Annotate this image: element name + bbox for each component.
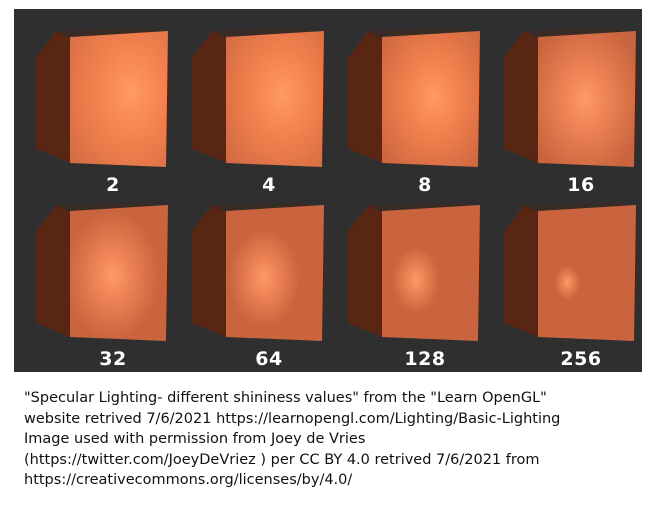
cube-side-face — [348, 31, 382, 163]
shininess-cell-8: 8 — [340, 21, 490, 199]
shaded-cube — [504, 29, 636, 167]
shaded-cube — [36, 29, 168, 167]
specular-figure: 2 4 8 16 32 64 128 256 — [14, 9, 642, 372]
caption-line-1: "Specular Lighting- different shininess … — [24, 390, 547, 406]
cube-front-face — [70, 31, 168, 167]
shininess-label: 2 — [106, 174, 120, 196]
shininess-label: 4 — [262, 174, 276, 196]
shininess-cell-2: 2 — [28, 21, 178, 199]
shininess-label: 128 — [404, 348, 446, 370]
cube-front-face — [382, 205, 480, 341]
cube-side-face — [192, 205, 226, 337]
cube-front-face — [226, 205, 324, 341]
shaded-cube — [192, 203, 324, 341]
shininess-cell-128: 128 — [340, 195, 490, 373]
shaded-cube — [504, 203, 636, 341]
shininess-cell-16: 16 — [496, 21, 646, 199]
shininess-label: 16 — [567, 174, 595, 196]
shininess-label: 256 — [560, 348, 602, 370]
cube-front-face — [538, 31, 636, 167]
shininess-cell-4: 4 — [184, 21, 334, 199]
shaded-cube — [36, 203, 168, 341]
shaded-cube — [192, 29, 324, 167]
cube-front-face — [538, 205, 636, 341]
shininess-cell-256: 256 — [496, 195, 646, 373]
caption-line-5: https://creativecommons.org/licenses/by/… — [24, 472, 353, 488]
shininess-cell-64: 64 — [184, 195, 334, 373]
cube-side-face — [504, 31, 538, 163]
cube-front-face — [70, 205, 168, 341]
figure-caption: "Specular Lighting- different shininess … — [24, 388, 644, 491]
shaded-cube — [348, 29, 480, 167]
caption-line-3: Image used with permission from Joey de … — [24, 431, 366, 447]
cube-front-face — [382, 31, 480, 167]
shininess-label: 8 — [418, 174, 432, 196]
cube-side-face — [192, 31, 226, 163]
cube-side-face — [36, 205, 70, 337]
cube-side-face — [504, 205, 538, 337]
shaded-cube — [348, 203, 480, 341]
cube-side-face — [36, 31, 70, 163]
shininess-cell-32: 32 — [28, 195, 178, 373]
shininess-label: 64 — [255, 348, 283, 370]
caption-line-4: (https://twitter.com/JoeyDeVriez ) per C… — [24, 451, 540, 468]
cube-side-face — [348, 205, 382, 337]
shininess-label: 32 — [99, 348, 127, 370]
cube-front-face — [226, 31, 324, 167]
caption-line-2: website retrived 7/6/2021 https://learno… — [24, 410, 561, 427]
